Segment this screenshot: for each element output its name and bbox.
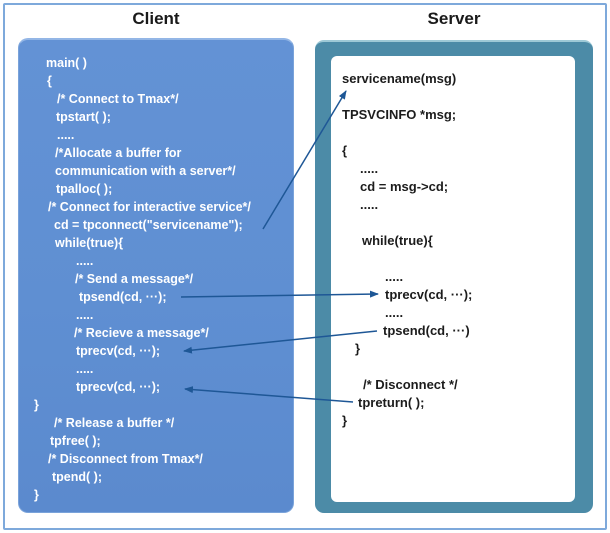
- code-line: [342, 88, 573, 106]
- code-line: tpsend(cd, ···): [383, 323, 470, 338]
- code-line: }: [355, 341, 361, 356]
- code-line: }: [34, 398, 39, 412]
- code-line: /* Disconnect from Tmax*/: [48, 452, 203, 466]
- code-line: tpsend(cd, ···);: [79, 290, 167, 304]
- code-line: /* Disconnect */: [363, 377, 458, 392]
- code-line: tpfree( );: [50, 434, 101, 448]
- client-code: main( ) { /* Connect to Tmax*/ tpstart( );.…: [34, 54, 291, 504]
- code-line: tpstart( );: [56, 110, 111, 124]
- code-line: .....: [76, 362, 94, 376]
- code-line: cd = tpconnect("servicename");: [54, 218, 243, 232]
- code-line: .....: [76, 254, 94, 268]
- code-line: {: [342, 143, 348, 158]
- code-line: .....: [385, 269, 404, 284]
- code-line: .....: [360, 161, 379, 176]
- code-line: [342, 250, 573, 268]
- code-line: .....: [57, 128, 75, 142]
- code-line: .....: [76, 308, 94, 322]
- code-line: communication with a server*/: [55, 164, 236, 178]
- code-line: /* Connect to Tmax*/: [57, 92, 179, 106]
- code-line: tpalloc( );: [56, 182, 113, 196]
- server-inner-box: servicename(msg) TPSVCINFO *msg; {..... cd …: [331, 56, 575, 502]
- code-line: while(true){: [362, 233, 433, 248]
- code-line: servicename(msg): [342, 71, 457, 86]
- code-line: tpreturn( );: [358, 395, 425, 410]
- code-line: [342, 214, 573, 232]
- code-line: {: [47, 74, 52, 88]
- code-line: cd = msg->cd;: [360, 179, 449, 194]
- code-line: /* Recieve a message*/: [74, 326, 209, 340]
- code-line: [342, 358, 573, 376]
- code-line: [342, 124, 573, 142]
- code-line: /*Allocate a buffer for: [55, 146, 182, 160]
- code-line: tprecv(cd, ···);: [385, 287, 473, 302]
- code-line: main( ): [46, 56, 87, 70]
- code-line: }: [34, 488, 39, 502]
- server-code: servicename(msg) TPSVCINFO *msg; {..... cd …: [342, 70, 573, 430]
- code-line: tpend( );: [52, 470, 102, 484]
- code-line: .....: [385, 305, 404, 320]
- code-line: /* Connect for interactive service*/: [48, 200, 251, 214]
- client-title: Client: [132, 9, 180, 28]
- code-line: tprecv(cd, ···);: [76, 344, 161, 358]
- code-line: /* Release a buffer */: [54, 416, 175, 430]
- code-line: .....: [360, 197, 379, 212]
- server-panel: servicename(msg) TPSVCINFO *msg; {..... cd …: [315, 40, 593, 513]
- code-line: TPSVCINFO *msg;: [342, 107, 457, 122]
- client-panel: main( ) { /* Connect to Tmax*/ tpstart( );.…: [18, 38, 294, 513]
- server-title: Server: [427, 9, 481, 28]
- code-line: while(true){: [55, 236, 124, 250]
- code-line: }: [342, 413, 348, 428]
- code-line: /* Send a message*/: [75, 272, 194, 286]
- code-line: tprecv(cd, ···);: [76, 380, 161, 394]
